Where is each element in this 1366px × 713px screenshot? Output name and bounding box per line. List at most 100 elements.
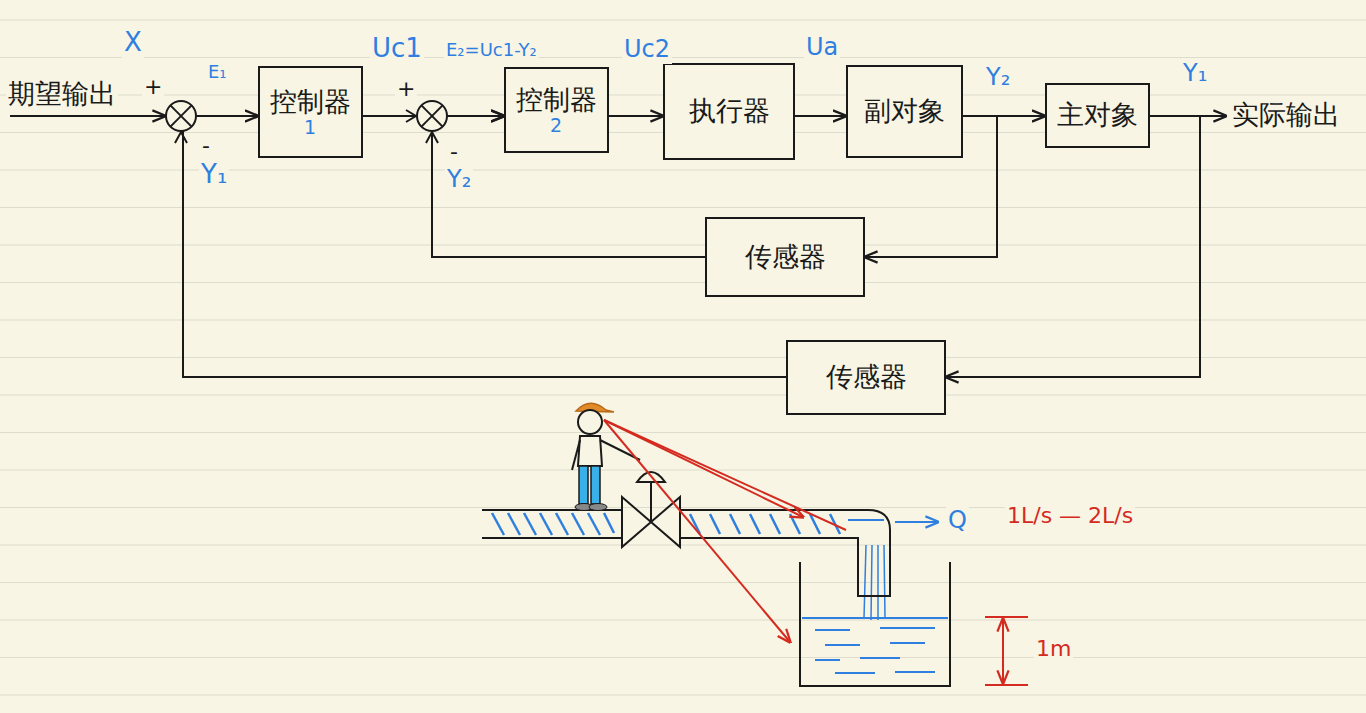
block-name: 主对象 — [1057, 99, 1138, 130]
hatch — [508, 513, 520, 535]
hatch — [848, 519, 884, 521]
shoe — [589, 504, 607, 511]
input-line — [10, 115, 165, 117]
pipe-outlet — [680, 510, 890, 596]
hatch — [572, 513, 584, 535]
signal-connector — [609, 115, 664, 117]
hatch — [790, 514, 800, 534]
junction-circle — [166, 101, 196, 131]
flow-arrow — [895, 521, 938, 523]
signal-name: X — [122, 28, 144, 58]
signal-name: Ua — [804, 34, 840, 62]
summing-junction — [166, 101, 196, 143]
falling-water — [884, 545, 885, 618]
ruled-line — [0, 357, 1366, 358]
label-holder: 1m — [1034, 636, 1073, 661]
torso — [578, 436, 602, 466]
hatch — [770, 514, 780, 534]
ruled-line — [0, 695, 1366, 696]
ruled-line — [0, 320, 1366, 321]
process-box: 执行器 — [663, 63, 795, 160]
junction-cross — [170, 105, 191, 126]
hatch — [730, 514, 740, 534]
ruled-line — [0, 245, 1366, 246]
block-number: 1 — [304, 117, 316, 139]
ruled-line — [0, 582, 1366, 583]
signal-name: Uc1 — [370, 34, 424, 64]
sight-arrow — [604, 420, 790, 642]
ruled-line — [0, 470, 1366, 471]
valve-body — [622, 497, 651, 547]
output-name: 实际输出 — [1230, 99, 1342, 130]
signal-name: Uc2 — [622, 36, 672, 64]
water-dash — [880, 627, 935, 629]
label-holder: X — [122, 28, 144, 58]
water-tank — [800, 562, 950, 686]
process-box: 传感器 — [705, 217, 865, 297]
hatch — [588, 513, 600, 535]
water-dash — [860, 657, 900, 659]
junction-cross — [421, 105, 442, 126]
water-hatching — [492, 513, 885, 620]
block-name: 控制器 — [270, 86, 351, 117]
signal-connector — [946, 116, 1200, 377]
label-holder: 期望输出 — [6, 78, 118, 109]
hatch — [524, 513, 536, 535]
valve-stem — [650, 482, 652, 522]
block-name: 执行器 — [689, 95, 770, 126]
ruled-line — [0, 507, 1366, 508]
dimension-line — [1002, 619, 1004, 683]
leg — [579, 466, 588, 504]
label-holder: Y₁ — [1181, 60, 1209, 88]
hatch — [710, 514, 720, 534]
flow-symbol: Q — [946, 507, 969, 535]
falling-water — [871, 545, 872, 620]
signal-connector — [795, 115, 846, 117]
sight-line — [604, 420, 846, 530]
hatch — [556, 513, 568, 535]
hatch — [750, 514, 760, 534]
label-holder: Y₂ — [984, 64, 1012, 92]
water-dash — [835, 672, 875, 674]
junction-arrowhead — [426, 132, 438, 143]
label-holder: + — [395, 76, 417, 101]
leg — [591, 466, 600, 504]
ruled-line — [0, 395, 1366, 396]
signal-equation: E₂=Uc1-Y₂ — [444, 40, 539, 61]
ruled-line — [0, 620, 1366, 621]
ruled-lines — [0, 20, 1366, 695]
signal-name: E₁ — [206, 62, 229, 83]
label-holder: + — [142, 74, 164, 99]
water-dash — [815, 629, 850, 631]
operator-figure — [572, 403, 640, 510]
falling-water — [877, 545, 879, 620]
ruled-line — [0, 657, 1366, 658]
ruled-line — [0, 57, 1366, 58]
sign-mark: + — [395, 76, 417, 101]
water-dash — [815, 659, 840, 661]
water-dash — [825, 644, 860, 646]
pipe-illustration — [482, 472, 950, 686]
label-holder: - — [448, 139, 460, 164]
water-dash — [895, 671, 935, 673]
label-holder: 1L/s — 2L/s — [1005, 503, 1135, 528]
ruled-line — [0, 207, 1366, 208]
ruled-line — [0, 545, 1366, 546]
ruled-line — [0, 432, 1366, 433]
junction-circle — [417, 101, 447, 131]
level-dimension: 1m — [1034, 636, 1073, 661]
signal-name: Y₁ — [1181, 60, 1209, 88]
process-box: 控制器2 — [504, 67, 609, 153]
pipe-wall — [482, 537, 622, 539]
summing-junction — [406, 101, 447, 143]
junction-arrowhead — [406, 110, 416, 122]
label-holder: Uc2 — [622, 36, 672, 64]
water-dash — [890, 642, 925, 644]
falling-water — [864, 545, 866, 618]
dimension-tick — [985, 684, 1028, 686]
hatch — [604, 513, 614, 533]
label-holder: Y₂ — [445, 166, 473, 194]
signal-name: Y₁ — [199, 160, 229, 190]
